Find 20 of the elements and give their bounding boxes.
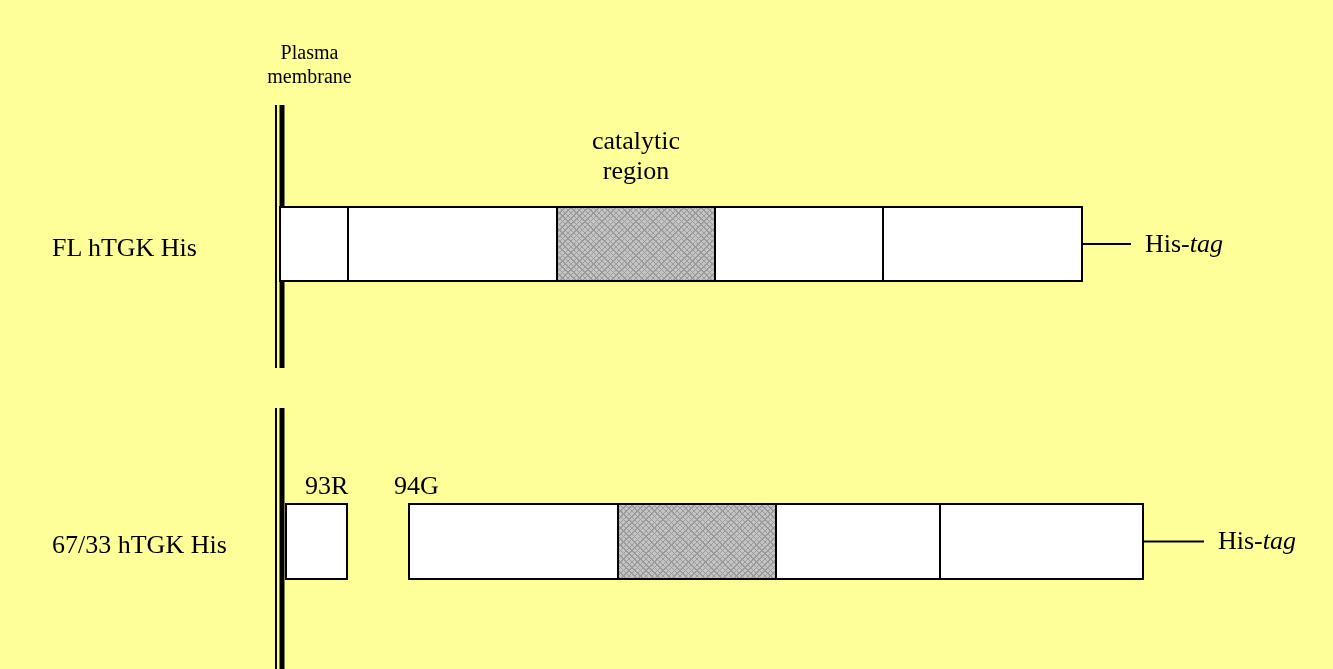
tag-label: His-tag: [1145, 229, 1223, 259]
domain-segment: [939, 503, 1144, 580]
leader-line: [1082, 243, 1132, 245]
membrane-label: Plasma membrane: [266, 40, 353, 88]
domain-segment: [279, 206, 349, 282]
domain-segment: [347, 206, 559, 282]
construct-label: FL hTGK His: [52, 233, 197, 263]
domain-segment: [714, 206, 884, 282]
tag-label: His-tag: [1218, 526, 1296, 556]
residue-label: 94G: [394, 471, 439, 501]
shaded-domain-segment: [556, 206, 716, 282]
domain-segment: [408, 503, 619, 580]
domain-segment: [882, 206, 1083, 282]
region-label: catalytic region: [590, 126, 682, 186]
construct-label: 67/33 hTGK His: [52, 530, 227, 560]
domain-segment: [285, 503, 348, 580]
residue-label: 93R: [305, 471, 349, 501]
domain-segment: [775, 503, 941, 580]
leader-line: [1143, 540, 1205, 543]
shaded-domain-segment: [617, 503, 777, 580]
